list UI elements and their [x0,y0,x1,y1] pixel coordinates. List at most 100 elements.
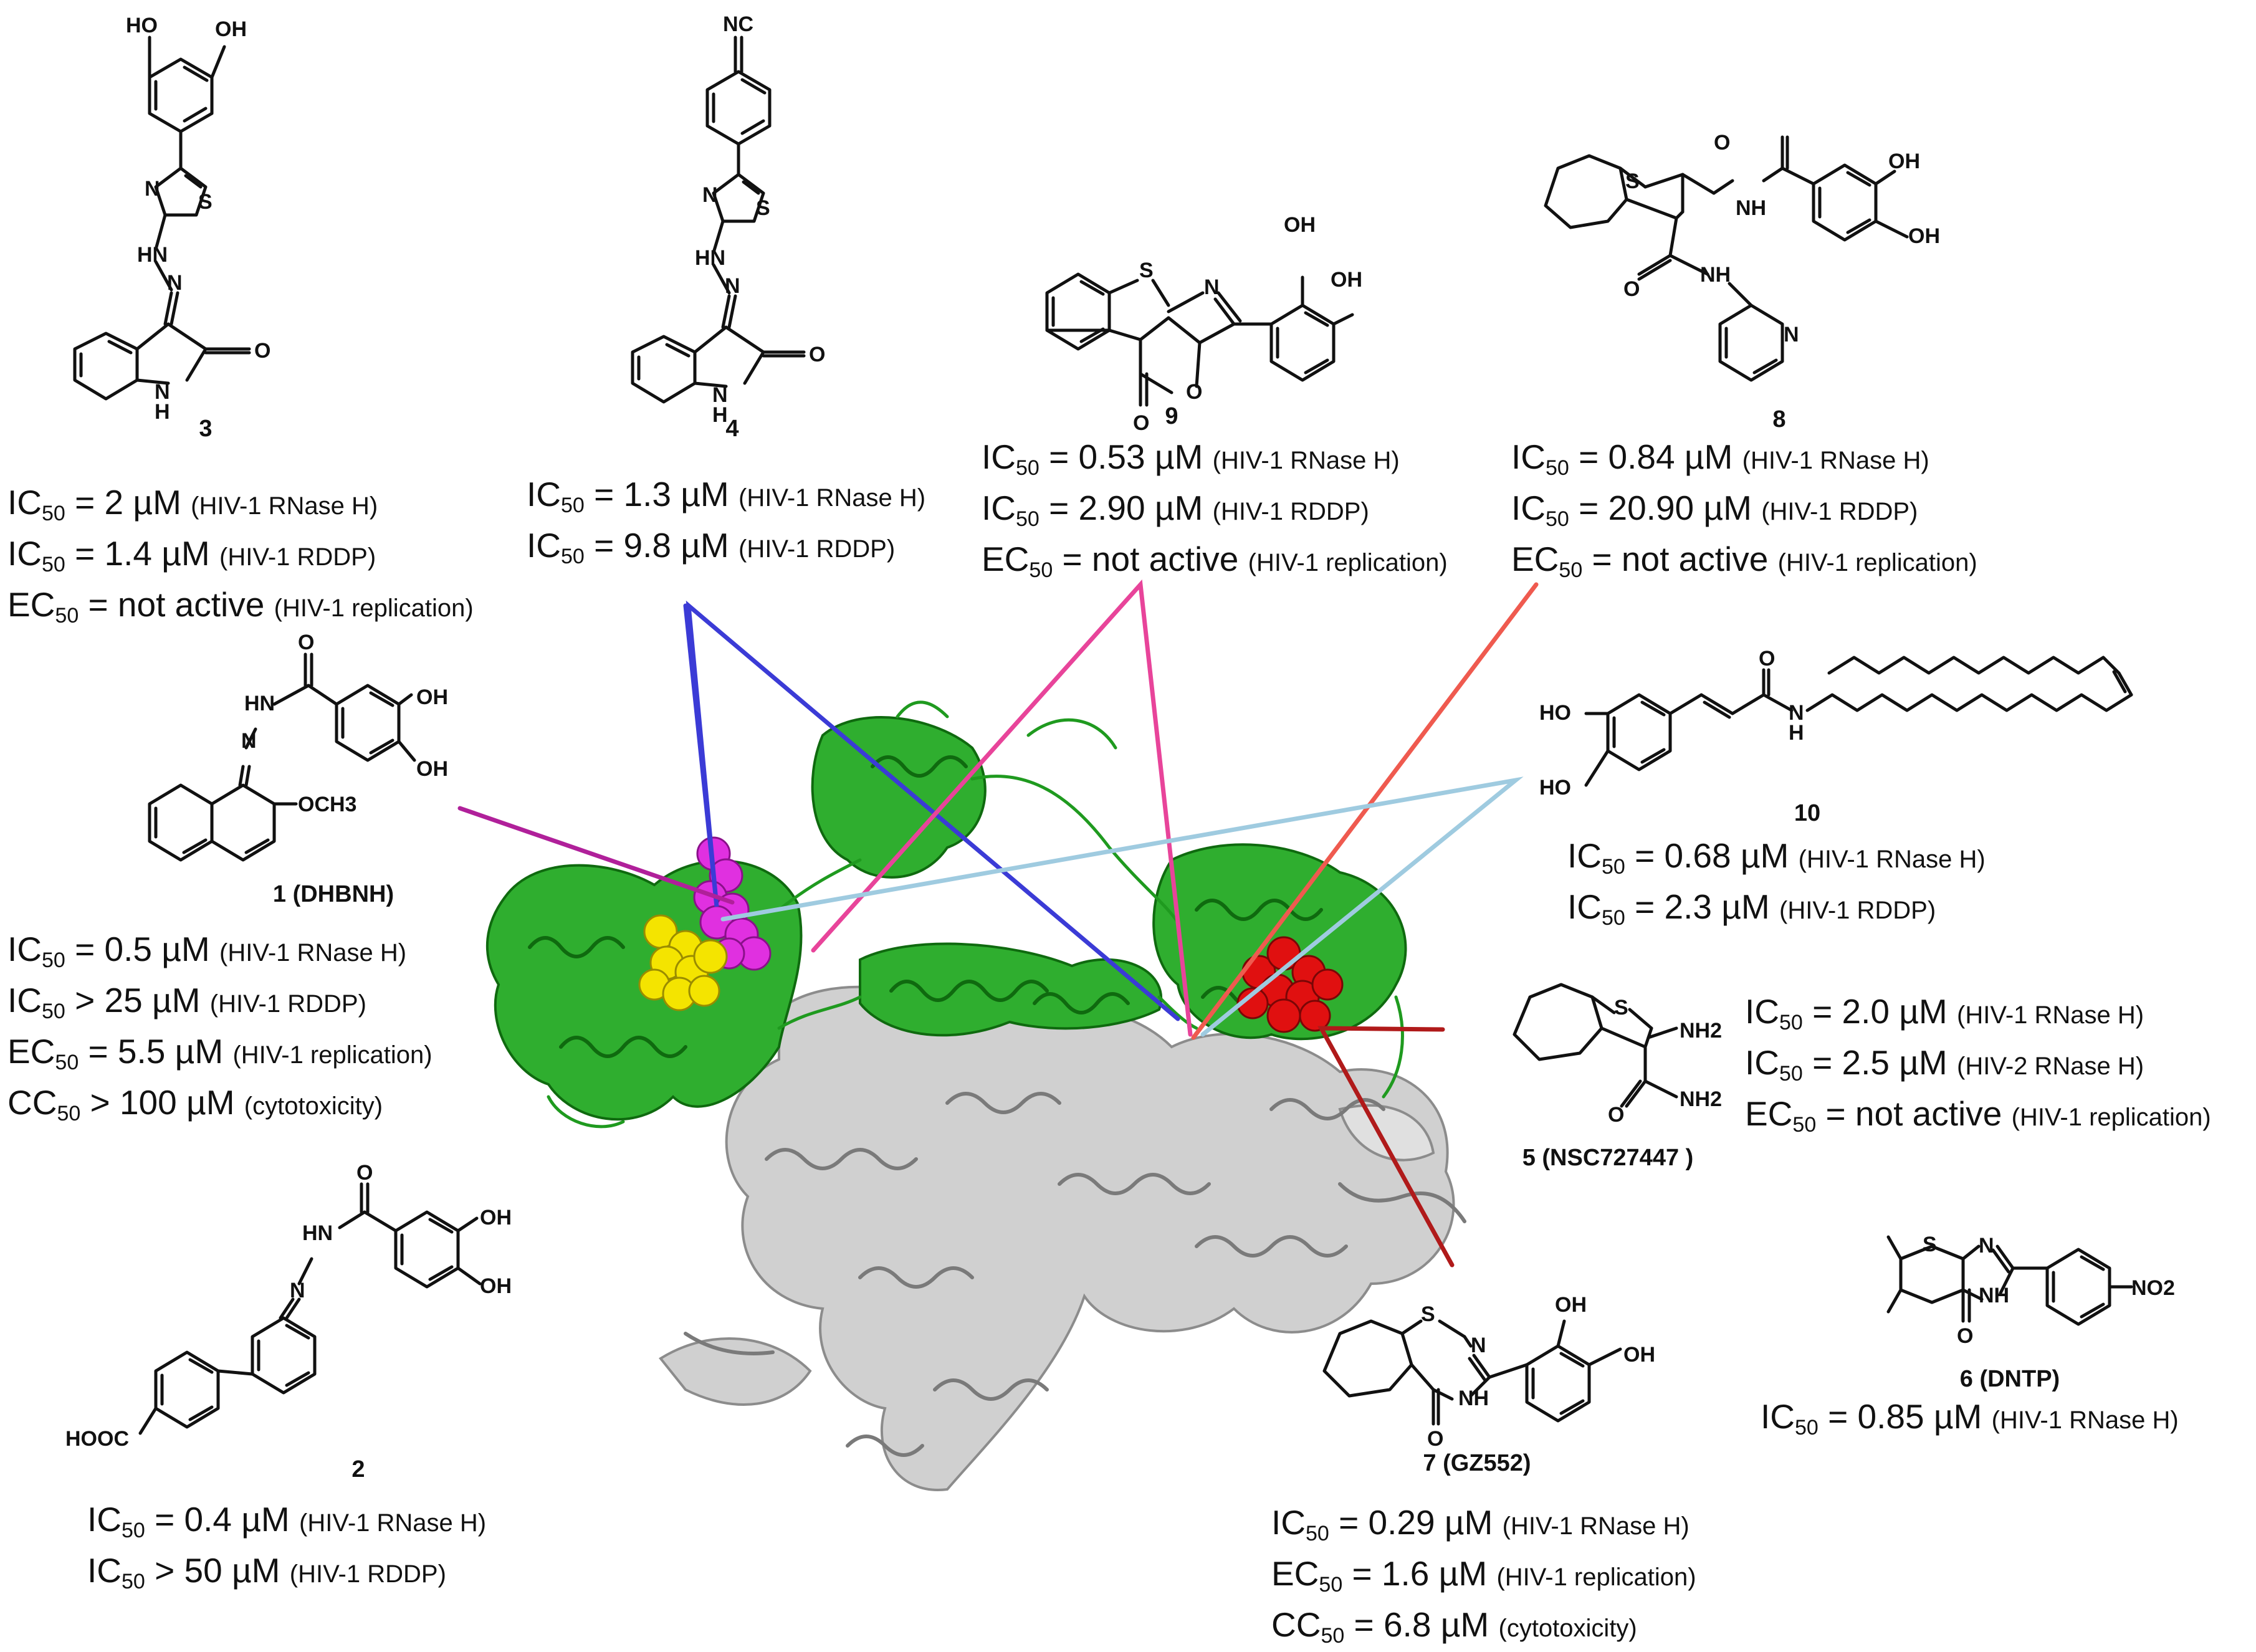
activity-value: = 0.68 µM [1625,836,1799,875]
atom-label: N [155,380,170,404]
activity-subscript: 50 [42,502,65,525]
atom-label: HO [1539,701,1571,725]
atom-label: N [1204,275,1220,299]
activity-metric: IC [1271,1503,1306,1542]
activity-value: = not active [1582,540,1778,578]
activity-value: = 9.8 µM [584,526,739,565]
compound-8-structure: S NH O OH OH O NH N 8 [1544,131,1940,432]
leader-line-compound-9 [811,579,1193,1037]
atom-label: HOOC [65,1427,129,1451]
leader-line-compound-1 [457,806,735,905]
activity-value-line: IC50 = 20.90 µM (HIV-1 RDDP) [1511,484,1977,535]
activity-value: = 20.90 µM [1569,489,1762,527]
activity-value: = 1.6 µM [1342,1554,1497,1593]
compound-9-structure: S N O O OH OH 9 [1045,213,1362,435]
activity-subscript: 50 [1779,1011,1803,1034]
protein-green-helices [528,755,1323,1058]
atom-label: HO [1539,776,1571,800]
leader-lines [457,579,1539,1268]
activity-assay: (HIV-1 RDDP) [1779,897,1936,924]
activity-assay: (HIV-1 replication) [1496,1564,1696,1591]
protein-structure [485,700,1466,1491]
activity-subscript: 50 [1559,558,1583,582]
atom-label: N [145,177,160,201]
activity-value-line: IC50 = 0.5 µM (HIV-1 RNase H) [7,925,433,976]
activity-assay: (HIV-1 replication) [2011,1104,2211,1131]
activity-value: > 100 µM [80,1083,244,1122]
compound-8-activity: IC50 = 0.84 µM (HIV-1 RNase H)IC50 = 20.… [1511,433,1977,586]
atom-label: OCH3 [298,793,356,816]
atom-label: OH [416,757,448,781]
activity-subscript: 50 [561,494,585,517]
activity-value-line: EC50 = 5.5 µM (HIV-1 replication) [7,1028,433,1079]
atom-label: OH [215,17,247,41]
atom-label: O [1714,131,1730,155]
activity-assay: (HIV-1 RNase H) [738,484,926,512]
atom-label: N [241,729,257,753]
activity-value: = not active [1816,1094,2012,1133]
atom-label: N [1979,1234,1994,1258]
atom-label: NH [1979,1284,2009,1307]
atom-label: O [1133,411,1149,435]
atom-label: OH [1888,150,1920,173]
compound-7-label: 7 (GZ552) [1423,1450,1531,1476]
activity-value-line: IC50 = 0.84 µM (HIV-1 RNase H) [1511,433,1977,484]
atom-label: O [1623,277,1640,301]
activity-assay: (HIV-1 RDDP) [209,990,366,1018]
compound-2-activity: IC50 = 0.4 µM (HIV-1 RNase H)IC50 > 50 µ… [87,1496,486,1598]
atom-label: NH [1736,196,1766,220]
activity-metric: IC [1567,887,1602,926]
activity-value-line: IC50 = 2.3 µM (HIV-1 RDDP) [1567,883,1986,934]
activity-value-line: IC50 = 2.0 µM (HIV-1 RNase H) [1745,988,2211,1039]
compound-4-structure: NC S N HN N O N H 4 [631,12,825,442]
compound-7-activity: IC50 = 0.29 µM (HIV-1 RNase H)EC50 = 1.6… [1271,1499,1696,1652]
atom-label: S [1614,996,1628,1019]
activity-value-line: EC50 = 1.6 µM (HIV-1 replication) [1271,1550,1696,1601]
atom-label: O [1608,1103,1624,1127]
compound-1-label: 1 (DHBNH) [273,881,394,907]
activity-assay: (HIV-1 RNase H) [191,492,378,520]
activity-metric: EC [7,1032,55,1071]
activity-assay: (HIV-1 RDDP) [1212,498,1369,525]
activity-value-line: IC50 = 2 µM (HIV-1 RNase H) [7,479,474,530]
activity-value-line: EC50 = not active (HIV-1 replication) [1745,1090,2211,1141]
activity-subscript: 50 [1602,855,1625,879]
activity-assay: (HIV-1 RDDP) [1761,498,1918,525]
compound-1-structure: O HN N OH OH OCH3 1 (DHBNH) [148,631,448,907]
activity-subscript: 50 [42,948,65,972]
compound-9-activity: IC50 = 0.53 µM (HIV-1 RNase H)IC50 = 2.9… [982,433,1448,586]
activity-value: = 1.3 µM [584,475,739,513]
activity-assay: (HIV-1 RNase H) [1502,1512,1690,1540]
activity-value-line: IC50 = 0.4 µM (HIV-1 RNase H) [87,1496,486,1547]
atom-label: O [1957,1324,1973,1348]
activity-value-line: IC50 = 2.90 µM (HIV-1 RDDP) [982,484,1448,535]
atom-label: OH [1284,213,1316,237]
atom-label: NH2 [1680,1019,1722,1043]
protein-grey-helices [684,1092,1466,1457]
activity-metric: IC [7,930,42,968]
activity-value-line: IC50 = 0.53 µM (HIV-1 RNase H) [982,433,1448,484]
activity-value-line: EC50 = not active (HIV-1 replication) [7,581,474,632]
leader-line-compound-4 [683,600,1180,1021]
activity-metric: IC [1511,489,1546,527]
activity-value-line: IC50 = 0.68 µM (HIV-1 RNase H) [1567,832,1986,883]
compound-10-activity: IC50 = 0.68 µM (HIV-1 RNase H)IC50 = 2.3… [1567,832,1986,934]
activity-metric: CC [1271,1605,1321,1644]
activity-assay: (HIV-1 replication) [274,594,474,622]
activity-value-line: IC50 = 0.85 µM (HIV-1 RNase H) [1761,1393,2179,1444]
activity-value: > 50 µM [145,1551,290,1590]
activity-subscript: 50 [55,1051,79,1074]
activity-value-line: IC50 = 2.5 µM (HIV-2 RNase H) [1745,1039,2211,1090]
activity-assay: (HIV-1 RNase H) [1798,846,1986,873]
activity-assay: (HIV-1 RDDP) [219,543,376,571]
atom-label: OH [1555,1293,1587,1317]
activity-value: = 6.8 µM [1344,1605,1499,1644]
compound-10-structure: HO HO O N H 10 [1539,647,2133,826]
activity-metric: IC [1567,836,1602,875]
activity-assay: (HIV-1 replication) [1777,549,1977,576]
activity-metric: IC [87,1500,122,1539]
compound-5-structure: S NH2 O NH2 5 (NSC727447 ) [1513,983,1722,1171]
atom-label: S [1923,1233,1937,1256]
activity-metric: EC [982,540,1030,578]
